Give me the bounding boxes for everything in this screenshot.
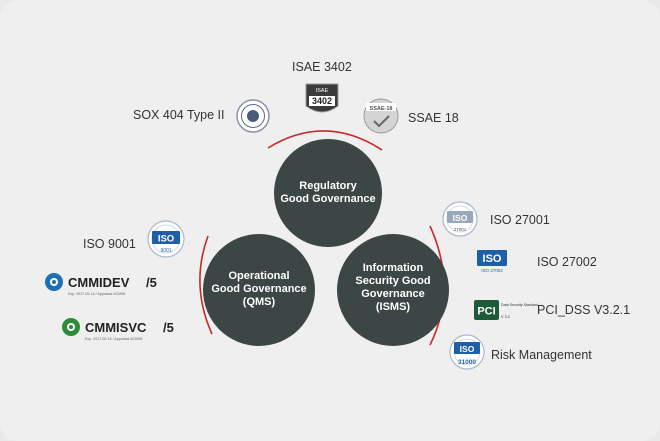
- svg-text:CMMIDEV: CMMIDEV: [68, 275, 130, 290]
- regulatory-circle: [274, 139, 382, 247]
- information-line-3: Governance: [361, 288, 425, 300]
- ssae-badge-icon: SSAE-18: [363, 98, 399, 134]
- pci-label: PCI_DSS V3.2.1: [537, 303, 631, 317]
- svg-text:/5: /5: [146, 275, 157, 290]
- svg-text:31000: 31000: [458, 359, 476, 366]
- information-circle-text: Information Security Good Governance (IS…: [339, 262, 447, 314]
- pci-logo-icon: PCI Data Security Standard V 3.2: [474, 300, 538, 320]
- svg-text:ISO: ISO: [483, 253, 502, 265]
- svg-text:PCI: PCI: [477, 306, 495, 318]
- information-line-1: Information: [362, 262, 424, 274]
- operational-circle: [203, 234, 315, 346]
- information-line-4: (ISMS): [375, 301, 411, 313]
- svg-text:ISAE: ISAE: [316, 88, 329, 94]
- svg-text:27001: 27001: [454, 227, 467, 232]
- iso-31000-icon: ISO 31000: [449, 334, 485, 370]
- iso-27001-icon: ISO 27001: [442, 201, 478, 237]
- sox-label: SOX 404 Type II: [133, 108, 225, 122]
- svg-text:ISO: ISO: [453, 213, 468, 223]
- operational-line-2: Good Governance: [211, 283, 307, 295]
- regulatory-line-1: Regulatory: [299, 180, 357, 192]
- svg-text:SSAE-18: SSAE-18: [370, 106, 393, 112]
- svg-text:ISO: ISO: [460, 344, 475, 354]
- svg-text:/5: /5: [163, 320, 174, 335]
- svg-text:V 3.2: V 3.2: [501, 315, 510, 319]
- iso-27002-icon: ISO ISO 27002: [477, 250, 507, 273]
- iso-27001-label: ISO 27001: [490, 213, 550, 227]
- cmmi-svc-logo-icon: CMMISVC /5 Exp. 2017-09-16 / Appraisal #…: [62, 318, 174, 341]
- svg-text:3402: 3402: [312, 96, 332, 106]
- svg-text:9001: 9001: [160, 248, 171, 254]
- svg-text:Exp. 2017-09-16 / Appraisal #2: Exp. 2017-09-16 / Appraisal #22898: [68, 292, 125, 296]
- svg-text:ISO: ISO: [158, 234, 174, 245]
- svg-text:ISO 27002: ISO 27002: [481, 268, 503, 273]
- information-circle: [337, 234, 449, 346]
- svg-text:CMMISVC: CMMISVC: [85, 320, 147, 335]
- regulatory-line-2: Good Governance: [280, 193, 376, 205]
- ssae-label: SSAE 18: [408, 111, 459, 125]
- regulatory-arc: [267, 130, 383, 151]
- svg-text:Data Security Standard: Data Security Standard: [501, 303, 538, 307]
- risk-management-label: Risk Management: [491, 348, 592, 362]
- iso-9001-icon: ISO 9001: [147, 220, 185, 258]
- iso-9001-label: ISO 9001: [83, 237, 136, 251]
- regulatory-circle-text: Regulatory Good Governance: [274, 180, 382, 206]
- cmmi-dev-logo-icon: CMMIDEV /5 Exp. 2017-09-16 / Appraisal #…: [45, 273, 157, 296]
- operational-line-3: (QMS): [242, 296, 276, 308]
- information-line-2: Security Good: [355, 275, 431, 287]
- operational-circle-text: Operational Good Governance (QMS): [205, 270, 313, 309]
- isae-label: ISAE 3402: [292, 60, 352, 74]
- operational-arc: [199, 235, 213, 335]
- sox-seal-icon: [236, 99, 270, 133]
- operational-line-1: Operational: [228, 270, 290, 282]
- svg-text:Exp. 2017-09-16 / Appraisal #2: Exp. 2017-09-16 / Appraisal #22898: [85, 337, 142, 341]
- iso-27002-label: ISO 27002: [537, 255, 597, 269]
- isae-badge-icon: ISAE 3402: [305, 83, 339, 113]
